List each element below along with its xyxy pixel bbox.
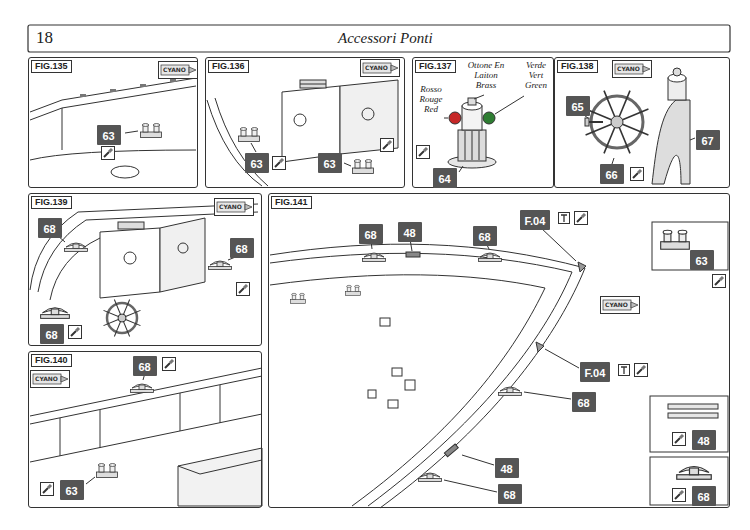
callout-number: F.04 [580,362,611,382]
callout-text: F.04 [585,367,606,379]
callout-text: 68 [478,231,490,243]
fig139-art [30,204,258,339]
callout-number: 66 [600,164,624,184]
glue-name: CYANO [605,301,628,309]
figure-label: FIG.135 [31,60,72,73]
figure-panel: FIG.141684868F.0463F.046848684868 [268,193,730,508]
callout-text: 48 [500,463,512,475]
figure-label: FIG.136 [208,60,249,73]
callout-number: 68 [359,224,383,244]
callout-text: 68 [235,243,247,255]
callout-text: 68 [364,229,376,241]
page-title: Accessori Ponti [338,29,433,47]
figure-label: FIG.139 [31,196,72,209]
figure-panel: FIG.135 63 [28,57,198,188]
callout-number: 63 [690,250,714,270]
callout-text: 66 [605,169,617,181]
callout-number: 63 [318,153,342,173]
callout-number: 64 [433,168,457,188]
callout-text: F.04 [525,215,546,227]
callout-text: 63 [102,130,114,142]
callout-number: 68 [572,392,596,412]
figure-panel: FIG.136 63 63 [205,57,405,188]
callout-number: F.04 [520,210,551,230]
fig136-art [207,80,398,186]
color-note: Ottone En Laiton Brass [464,60,508,90]
callout-text: 63 [65,485,77,497]
glue-name: CYANO [163,66,186,74]
glue-name: CYANO [365,64,388,72]
callout-text: 64 [438,173,450,185]
callout-text: 68 [503,489,515,501]
callout-text: 68 [138,361,150,373]
callout-number: 67 [696,130,720,150]
color-note: Rosso Rouge Red [415,84,447,114]
callout-number: 68 [133,356,157,376]
figure-panel: FIG.138 65 66 67 [554,57,730,188]
fig141-art [270,212,728,509]
callout-number: 68 [40,324,64,344]
callout-text: 48 [403,227,415,239]
callout-number: 68 [473,226,497,246]
callout-number: 63 [60,480,84,500]
fig140-art [30,358,262,507]
callout-number: 68 [38,218,62,238]
glue-tubes [31,60,652,388]
callout-text: 63 [323,158,335,170]
callout-text: 68 [43,223,55,235]
callout-text: 68 [45,329,57,341]
figure-label: FIG.140 [31,354,72,367]
callout-number: 48 [495,458,519,478]
figure-label: FIG.138 [557,60,598,73]
figure-panel: FIG.140 68 63 [28,351,262,508]
callout-number: 68 [692,486,716,506]
callout-text: 68 [577,397,589,409]
glue-name: CYANO [219,203,242,211]
page-number: 18 [36,28,53,48]
callout-text: 65 [571,101,583,113]
callout-text: 63 [695,255,707,267]
callout-number: 63 [245,153,269,173]
callout-text: 48 [697,435,709,447]
header-frame [28,25,730,52]
fig135-art [30,78,196,178]
figure-label: FIG.141 [271,196,312,209]
figure-panel: FIG.139 68 68 68 [28,193,262,346]
figure-label: FIG.137 [415,60,456,73]
callout-text: 67 [701,135,713,147]
callout-text: 63 [250,158,262,170]
glue-name: CYANO [35,375,58,383]
color-note: Verde Vert Green [521,60,551,90]
callout-number: 48 [692,430,716,450]
glue-name: CYANO [617,65,640,73]
callout-number: 68 [230,238,254,258]
fig138-art [581,68,695,184]
callout-number: 63 [97,125,121,145]
callout-number: 48 [398,222,422,242]
callout-number: 68 [498,484,522,504]
callout-number: 65 [566,96,590,116]
callout-text: 68 [697,491,709,503]
